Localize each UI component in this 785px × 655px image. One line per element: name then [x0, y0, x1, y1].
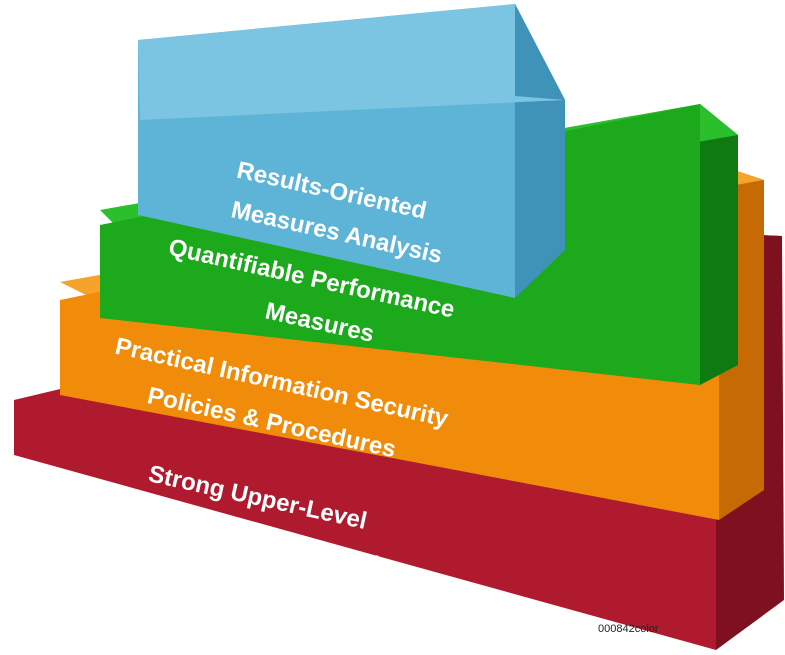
tier-analysis: Results-Oriented Measures Analysis — [138, 4, 565, 298]
figure-code: 000842color — [598, 623, 659, 635]
tier-analysis-top-face — [138, 4, 565, 120]
tier-measures-side — [700, 104, 738, 385]
tier-analysis-shade — [515, 4, 565, 100]
